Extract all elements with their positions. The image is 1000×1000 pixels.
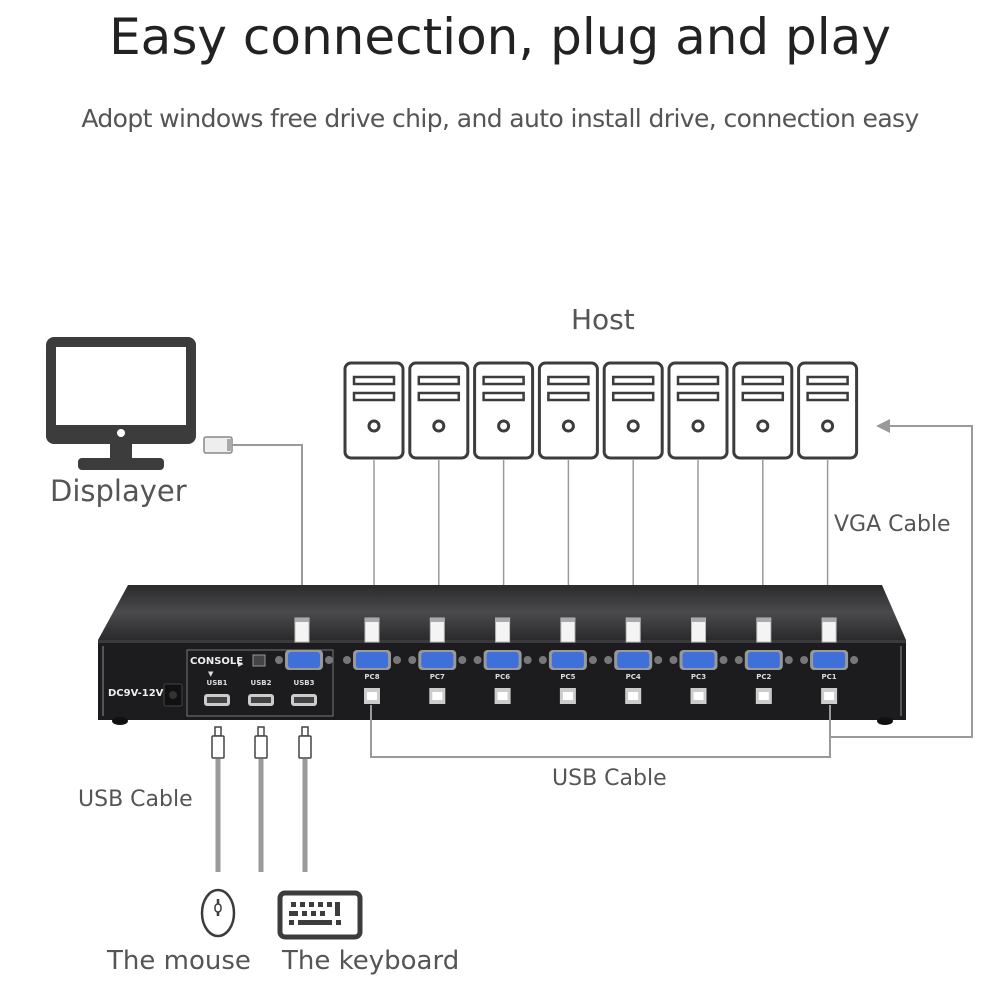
usb-b-port [429,688,446,704]
host-label: Host [571,303,635,336]
usb-b-port [821,688,838,704]
usb-cable-label-right: USB Cable [552,766,667,791]
usb-b-port [755,688,772,704]
computer-tower-icon [343,361,405,460]
usb-a-plug [298,726,312,759]
vga-plug [625,617,641,643]
vga-port [343,650,401,670]
power-label: DC9V-12V [108,688,164,699]
vga-port [275,650,333,670]
computer-tower-icon [408,361,470,460]
pc-port-label: PC8 [364,673,380,681]
vga-plug [821,617,837,643]
vga-port [734,650,793,670]
vga-cable-label: VGA Cable [834,512,951,537]
vga-plug [691,617,706,643]
console-usb-label: USB1 [206,679,228,687]
vga-plug [495,617,511,643]
pc-port-label: PC5 [560,673,576,681]
usb-b-port [494,688,511,704]
page-title: Easy connection, plug and play [109,8,891,66]
usb-b-port [559,688,576,704]
svg-text:▼: ▼ [208,670,214,678]
console-usb-label: USB2 [250,679,272,687]
pc-port-label: PC6 [495,673,511,681]
computer-tower-icon [797,361,859,460]
mouse-icon [200,888,236,938]
usb-a-port [291,694,317,706]
vga-port [800,650,859,670]
computer-tower-icon [602,361,664,460]
console-usb-label: USB3 [293,679,315,687]
monitor-icon [46,337,196,470]
pc-port-label: PC4 [625,673,641,681]
console-label: CONSOLE [190,656,244,667]
vga-port [669,650,728,670]
port-group [204,617,859,706]
arrow-left-icon [876,419,890,433]
page-subtitle: Adopt windows free drive chip, and auto … [81,104,919,133]
usb-b-port [690,688,707,704]
vga-port [473,650,532,670]
monitor-vga-cable [203,436,303,618]
displayer-label: Displayer [50,474,187,508]
usb-a-plug [254,726,268,759]
computer-tower-icon [732,361,794,460]
vga-plug [429,617,445,643]
console-usb-cables [211,726,312,872]
mouse-label: The mouse [107,946,251,976]
vga-plug [364,617,380,643]
usb-a-port [204,694,230,706]
vga-plug [294,617,310,643]
pc-port-label: PC3 [690,673,707,681]
vga-plug [560,617,576,643]
computer-tower-icon [473,361,535,460]
keyboard-label: The keyboard [282,946,460,976]
return-loop [830,419,973,738]
usb-cable-label-left: USB Cable [78,787,193,812]
usb-cable-bracket [370,705,831,758]
svg-text:▶: ▶ [238,660,244,668]
computer-tower-icon [537,361,599,460]
vga-port [538,650,597,670]
computer-tower-icon [667,361,729,460]
usb-a-plug [211,726,225,759]
keyboard-icon [277,890,363,940]
usb-b-port [364,688,380,704]
vga-port [604,650,663,670]
host-group [343,361,859,620]
usb-b-port [625,688,642,704]
vga-plug [756,617,772,643]
pc-port-label: PC1 [821,673,837,681]
pc-port-label: PC2 [756,673,772,681]
vga-port [408,650,467,670]
usb-a-port [248,694,274,706]
pc-port-label: PC7 [429,673,445,681]
